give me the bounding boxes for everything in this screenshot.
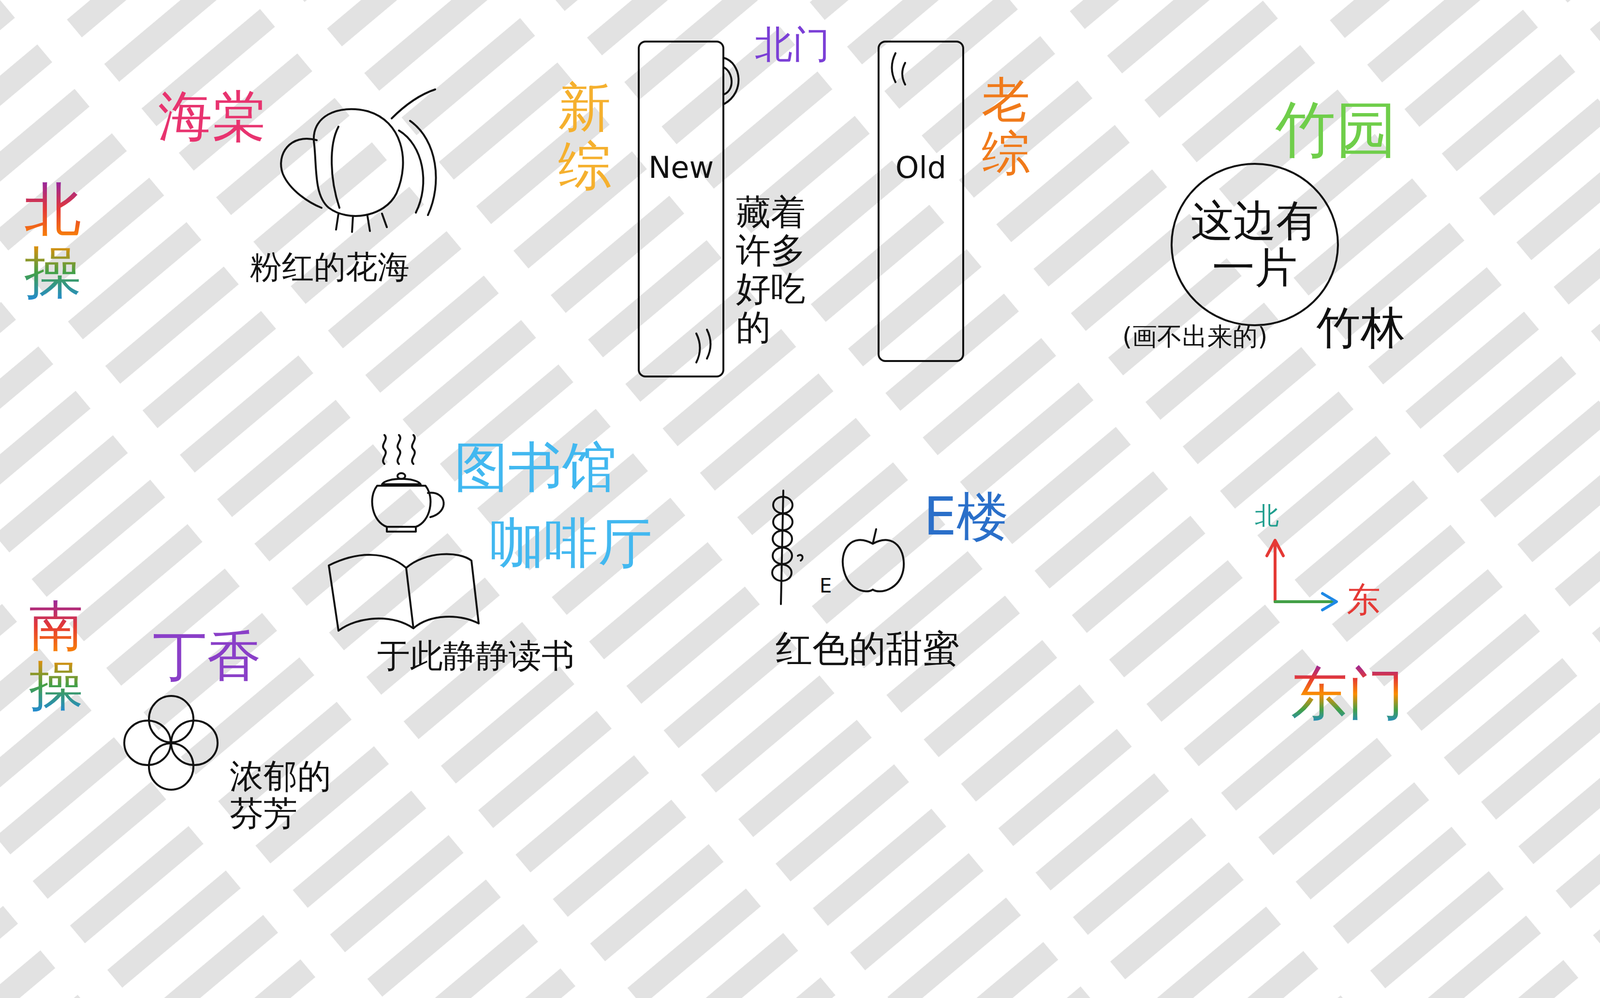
building-name: 老综	[981, 73, 1030, 180]
flower-petal	[280, 138, 322, 208]
circle-outline	[1171, 163, 1338, 326]
teapot-base	[386, 527, 416, 532]
north-arrow	[1273, 542, 1277, 602]
note-text: 于此静静读书	[377, 638, 575, 675]
note-text: 浓郁的芬芳	[229, 758, 332, 833]
flower-petal	[398, 130, 424, 213]
note-text: 竹林	[1316, 303, 1406, 353]
building-mark	[724, 67, 732, 95]
gate-name: 北门	[754, 24, 831, 66]
haitang-flower	[280, 89, 436, 233]
place-name: 图书馆	[454, 437, 617, 498]
steam	[382, 435, 415, 465]
skewer-mark	[797, 555, 803, 561]
place-name: 竹园	[1275, 96, 1397, 164]
compass-letter: 北	[1254, 502, 1279, 530]
building-mark	[696, 329, 711, 363]
compass-rose	[1266, 540, 1337, 611]
building-tag: Old	[879, 151, 963, 185]
building-mark	[892, 53, 906, 85]
lilac-petal	[148, 696, 194, 743]
haw-bead	[772, 530, 793, 548]
book-page	[328, 555, 414, 632]
haw-bead	[773, 513, 793, 531]
arrow-head	[1266, 540, 1284, 557]
apple-body	[842, 540, 904, 592]
flower-bulb	[313, 109, 404, 217]
building-name: 新综	[557, 78, 612, 196]
note-text: 藏着许多好吃的	[735, 193, 806, 347]
teapot-lid	[381, 479, 421, 485]
place-name: 海棠	[158, 86, 267, 147]
note-text: 红色的甜蜜	[775, 628, 960, 670]
arrow-head	[1322, 593, 1337, 611]
book-icon	[328, 554, 479, 632]
lilac-petal	[124, 720, 171, 766]
book-page	[406, 554, 479, 629]
building-marks	[696, 53, 906, 363]
haw-bead	[772, 547, 793, 565]
place-name: E楼	[923, 488, 1009, 546]
note-text: 粉红的花海	[249, 249, 410, 286]
circle-note: 这边有一片	[1190, 197, 1319, 292]
building-tag: New	[639, 151, 723, 185]
lilac-petal	[148, 743, 194, 791]
building-box: 新综New	[637, 40, 725, 378]
lilac-flower	[124, 696, 218, 791]
haw-bead	[773, 497, 793, 514]
building-mark	[724, 58, 739, 104]
tanghulu-icon	[772, 490, 803, 605]
field-name: 北操	[24, 178, 82, 305]
place-name: 咖啡厅	[489, 513, 653, 573]
teapot-body	[372, 485, 431, 528]
compass-letter: 东	[1346, 581, 1381, 619]
teapot-icon	[372, 435, 444, 532]
haw-bead	[772, 564, 792, 582]
gate-name: 东门	[1290, 662, 1405, 726]
building-box: 老综Old	[877, 40, 965, 363]
note-text: (画不出来的)	[1122, 322, 1268, 351]
lilac-petal	[171, 720, 218, 766]
flower-petal	[410, 120, 437, 216]
bamboo-circle: 这边有一片	[1170, 162, 1340, 327]
apple-stem	[872, 529, 877, 544]
field-name: 南操	[29, 596, 84, 716]
flower-stamen	[336, 213, 387, 233]
place-name: 丁香	[152, 626, 262, 687]
apple-icon	[842, 529, 904, 592]
letter-mark: E	[819, 575, 832, 597]
flower-stem	[391, 89, 436, 119]
teapot-handle	[427, 493, 444, 518]
east-arrow	[1275, 600, 1335, 604]
flower-petal	[331, 126, 340, 208]
